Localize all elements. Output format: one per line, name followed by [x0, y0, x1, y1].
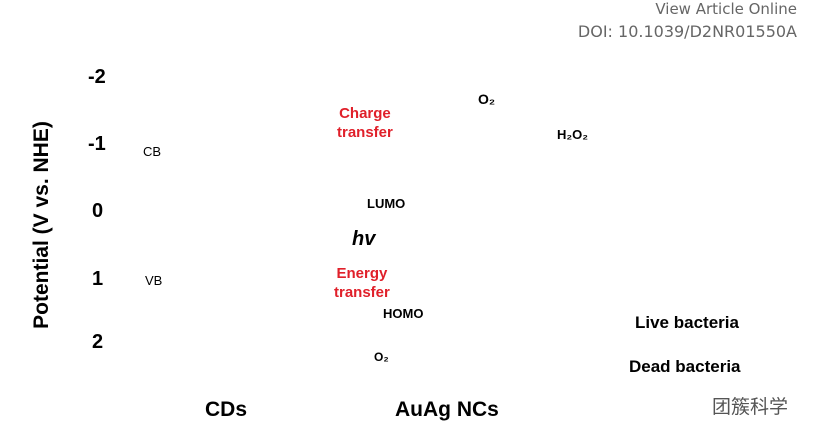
tick-label: 0 [92, 200, 104, 222]
vb-label: VB [145, 273, 163, 288]
legend-dead-bacteria: Dead bacteria [629, 357, 741, 376]
charge-transfer-label: Charge transfer [337, 104, 393, 142]
energy-transfer-label: Energy transfer [334, 264, 390, 302]
energy-transfer-line2: transfer [334, 284, 390, 301]
hole: h⁺ [269, 299, 285, 315]
light-bolt-icon [148, 190, 208, 242]
charge-transfer-arrow [315, 149, 416, 166]
h2o2-label: H₂O₂ [557, 127, 589, 142]
oh-label: •OH [624, 101, 645, 113]
electron: e⁻ [297, 143, 313, 159]
auag-nc-label: AuAg NCs [395, 398, 499, 421]
energy-transfer-line1: Energy [336, 265, 388, 282]
electrons [198, 140, 474, 192]
potential-axis [58, 16, 80, 418]
tick-label: -2 [88, 66, 106, 88]
legend-live-bacteria: Live bacteria [635, 313, 739, 332]
hole: h⁺ [448, 331, 464, 347]
singlet-oxygen-arrow [321, 305, 387, 346]
charge-transfer-line2: transfer [337, 124, 393, 141]
superoxide-label: •O₂⁻ [611, 156, 630, 166]
o2-label: O₂ [478, 91, 496, 107]
relaxation-wave-icon [427, 247, 469, 263]
hv-label: hv [352, 228, 376, 250]
cds-label: CDs [205, 398, 248, 421]
cb-label: CB [143, 144, 162, 159]
charge-transfer-line1: Charge [339, 105, 391, 122]
singlet-oxygen-label: ¹O₂ [305, 341, 319, 351]
hole: h⁺ [229, 303, 245, 319]
electron: e⁻ [254, 143, 270, 159]
hole: h⁺ [192, 303, 208, 319]
tick-label: 2 [92, 331, 104, 353]
wechat-icon [679, 393, 709, 417]
o2-label: O₂ [374, 350, 389, 364]
electron: e⁻ [202, 143, 218, 159]
electron: e⁻ [430, 149, 446, 165]
view-article-online-link[interactable]: View Article Online [655, 0, 797, 18]
electron: e⁻ [397, 171, 413, 187]
doi-text: DOI: 10.1039/D2NR01550A [577, 22, 797, 41]
tick-label: -1 [88, 133, 106, 155]
axis-label: Potential (V vs. NHE) [30, 121, 53, 329]
homo-label: HOMO [383, 306, 424, 321]
auag-nc-particle [361, 104, 579, 376]
lumo-label: LUMO [367, 196, 406, 211]
watermark: 团簇科学 [712, 396, 789, 418]
tick-label: 1 [92, 268, 104, 290]
bacteria-live [374, 57, 618, 392]
electron: e⁻ [454, 171, 470, 187]
